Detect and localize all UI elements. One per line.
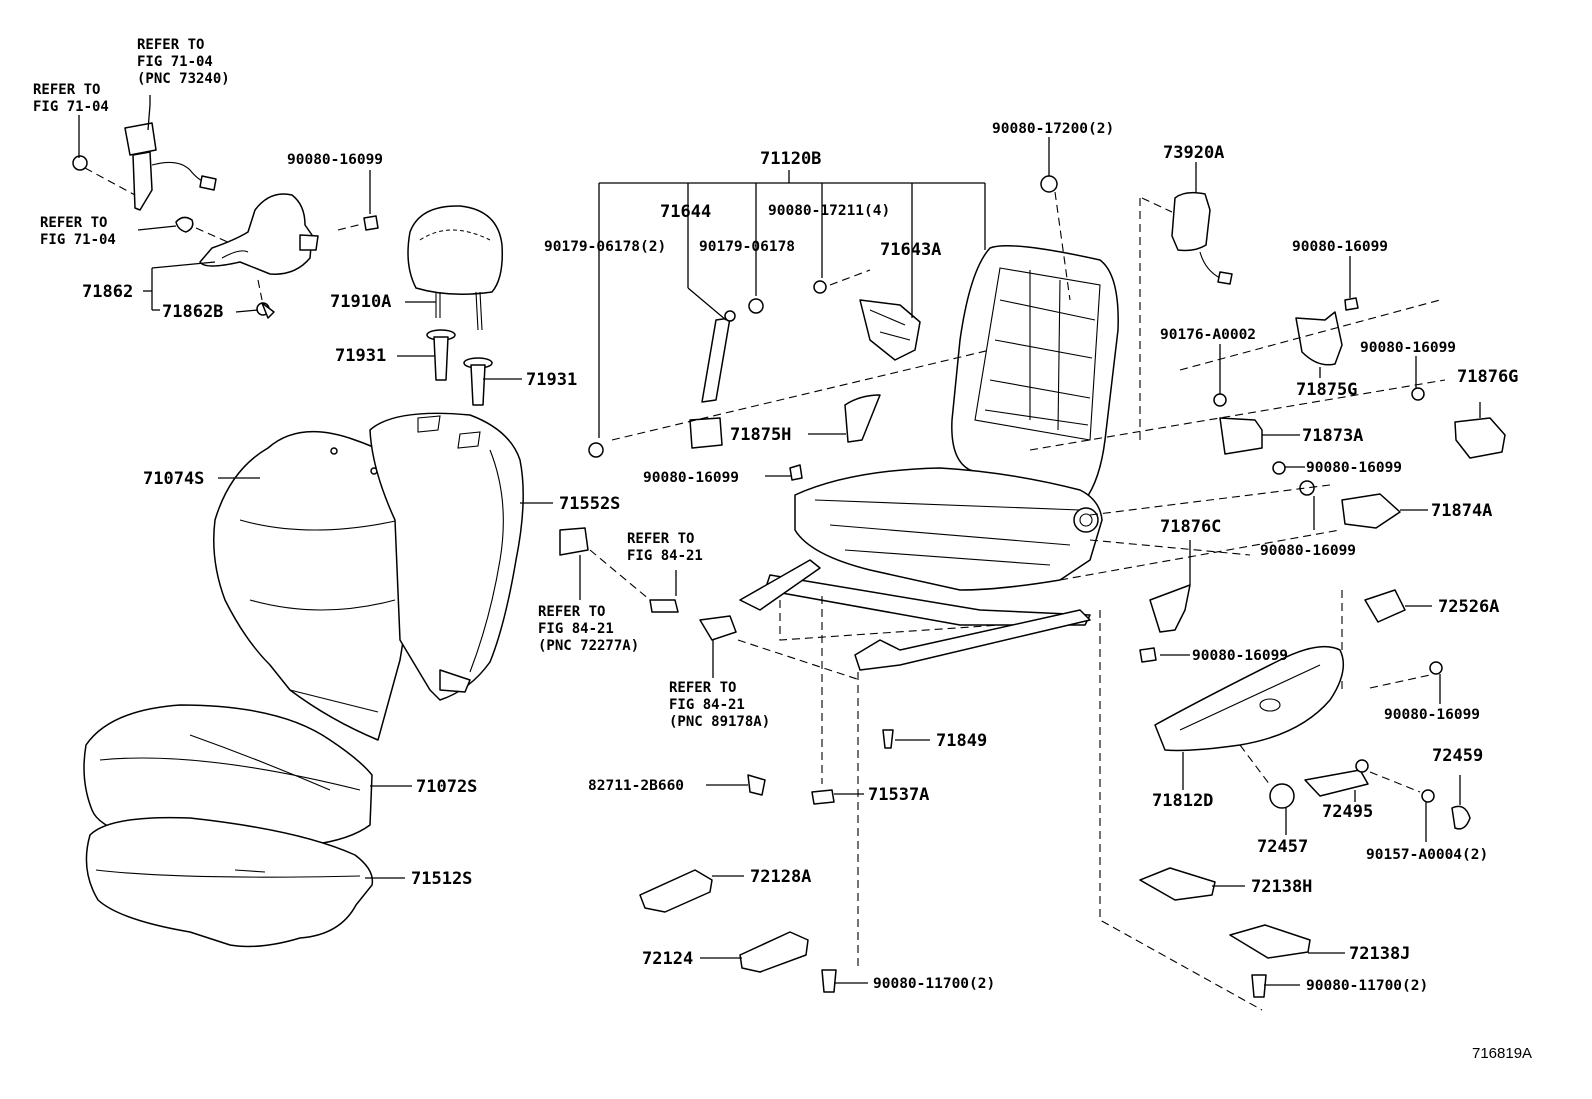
label-90179-06178-2: 90179-06178(2) [544,239,666,255]
bolt-center-drawing [789,464,803,481]
label-71876G: 71876G [1457,367,1518,387]
figure-id: 716819A [1472,1045,1532,1062]
label-82711-2B660: 82711-2B660 [588,778,684,794]
refer-8421-a-line1: REFER TO [627,531,694,547]
label-71910A: 71910A [330,292,391,312]
refer-7104-mid-line1: REFER TO [40,215,107,231]
seatback-pad-drawing [369,412,524,701]
right-covers-drawing [1029,297,1506,581]
label-90179-06178: 90179-06178 [699,239,795,255]
label-90080-16099-r2: 90080-16099 [1360,340,1456,356]
refer-8421-c-line3: (PNC 89178A) [669,714,770,730]
label-90080-16099-r1: 90080-16099 [1292,239,1388,255]
part-71876C-drawing [1139,584,1191,663]
bottom-covers-drawing [639,539,1311,1011]
label-90080-11700-a: 90080-11700(2) [873,976,995,992]
refer-8421-c-line1: REFER TO [669,680,736,696]
label-90080-17200: 90080-17200(2) [992,121,1114,137]
refer-8421-b-line2: FIG 84-21 [538,621,614,637]
label-71512S: 71512S [411,869,472,889]
label-71876C: 71876C [1160,517,1221,537]
label-71874A: 71874A [1431,501,1492,521]
label-90080-16099-r3: 90080-16099 [1306,460,1402,476]
label-72138H: 72138H [1251,877,1312,897]
refer-7104-top-line1: REFER TO [33,82,100,98]
label-71812D: 71812D [1152,791,1213,811]
label-71074S: 71074S [143,469,204,489]
cushion-pad-drawing [85,816,374,948]
part-72526A-drawing [1341,589,1406,690]
label-71862: 71862 [82,282,133,302]
label-72124: 72124 [642,949,693,969]
label-71931-b: 71931 [526,370,577,390]
label-71072S: 71072S [416,777,477,797]
refer-8421-b-line3: (PNC 72277A) [538,638,639,654]
refer-8421-a-line2: FIG 84-21 [627,548,703,564]
label-71849: 71849 [936,731,987,751]
refer-seatbelt-line1: REFER TO [137,37,204,53]
label-90080-16099-r4: 90080-16099 [1260,543,1356,559]
part-71875H-drawing [844,394,881,443]
refer-seatbelt-line2: FIG 71-04 [137,54,213,70]
knob-lever-drawings [1239,744,1471,830]
part-71862-drawing [199,193,319,319]
label-90157-A0004: 90157-A0004(2) [1366,847,1488,863]
seatbelt-buckle-drawing [72,122,233,245]
connector-drawings [559,527,861,681]
label-72457: 72457 [1257,837,1308,857]
part-labels: REFER TO FIG 71-04 (PNC 73240) REFER TO … [33,37,1532,1062]
label-90080-16099-r6: 90080-16099 [1384,707,1480,723]
refer-8421-b-line1: REFER TO [538,604,605,620]
label-71643A: 71643A [880,240,941,260]
label-71120B: 71120B [760,149,821,169]
label-90080-11700-b: 90080-11700(2) [1306,978,1428,994]
label-71875H: 71875H [730,425,791,445]
label-90080-16099-center: 90080-16099 [643,470,739,486]
label-73920A: 73920A [1163,143,1224,163]
label-90176-A0002: 90176-A0002 [1160,327,1256,343]
label-72526A: 72526A [1438,597,1499,617]
label-71537A: 71537A [868,785,929,805]
label-71875G: 71875G [1296,380,1357,400]
label-90080-17211: 90080-17211(4) [768,203,890,219]
label-90080-16099-r5: 90080-16099 [1192,648,1288,664]
headrest-drawing [337,205,504,331]
part-71643A-drawing [859,299,921,361]
part-71812D-drawing [1154,645,1443,752]
label-72138J: 72138J [1349,944,1410,964]
label-71931-a: 71931 [335,346,386,366]
seat-frame-drawing [739,244,1119,671]
label-90080-16099-headrest: 90080-16099 [287,152,383,168]
part-71644-drawing [588,269,991,458]
refer-7104-mid-line2: FIG 71-04 [40,232,116,248]
label-72128A: 72128A [750,867,811,887]
cushion-cover-drawing [83,704,373,850]
label-72459: 72459 [1432,746,1483,766]
refer-8421-c-line2: FIG 84-21 [669,697,745,713]
refer-7104-top-line2: FIG 71-04 [33,99,109,115]
label-71552S: 71552S [559,494,620,514]
label-71862B: 71862B [162,302,223,322]
refer-seatbelt-line3: (PNC 73240) [137,71,230,87]
label-71873A: 71873A [1302,426,1363,446]
headrest-guide-drawing [426,329,493,406]
label-71644: 71644 [660,202,711,222]
label-72495: 72495 [1322,802,1373,822]
leader-lines [78,95,1481,986]
part-73920A-drawing [1139,191,1233,445]
